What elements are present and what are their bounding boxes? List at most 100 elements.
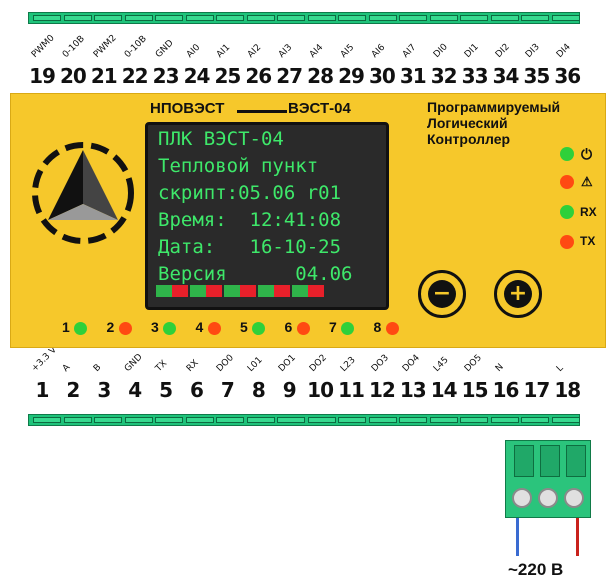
channel-number: 4 [195,319,204,335]
channel-number: 5 [240,319,248,335]
rail-slot [155,417,183,423]
brand-desc-2: Логический [427,115,508,131]
pin-number: 22 [121,64,149,88]
screen-line: скрипт:05.06 r01 [158,182,342,204]
pin-number: 26 [245,64,272,88]
pin-number: 9 [282,378,297,402]
power-label: ~220 В [508,560,564,579]
pin-label: DO2 [308,352,330,374]
rail-slot [460,417,488,423]
pin-number: 2 [66,378,80,402]
rail-slot [155,15,183,21]
pin-number: 25 [214,64,241,88]
pin-label: L45 [431,355,451,374]
pin-label: DI2 [493,42,512,60]
pin-number: 21 [90,64,118,88]
pin-number: 1 [35,378,50,402]
channel-number: 6 [284,319,293,335]
pin-label: 0-10B [122,34,149,60]
rail-slot [307,15,336,21]
rail-slot [124,15,153,21]
indicator-segment [172,285,188,297]
channel-led [163,322,176,335]
pin-number: 3 [97,378,111,402]
rail-slot [521,15,549,21]
channel-led [74,322,87,335]
pin-label: RX [184,358,201,374]
pin-number: 31 [399,64,427,88]
pin-label: GND [122,352,145,374]
connector-slot [514,445,534,477]
rail-slot [399,15,427,21]
lcd-screen: ПЛК ВЭСТ-04 Тепловой пункт скрипт:05.06 … [145,122,389,310]
connector-slot [540,445,560,477]
pin-label: DO0 [215,352,237,374]
screw-icon [564,488,584,508]
screw-icon [512,488,532,508]
brand-desc-1: Программируемый [427,99,561,115]
pin-number: 7 [220,378,235,402]
pin-label: L01 [246,355,265,374]
rail-slot [216,417,244,423]
pin-number: 33 [461,64,489,88]
power-led [560,147,574,161]
pin-number: 28 [307,64,334,88]
pin-label: DO4 [400,352,422,374]
pin-label: AI5 [338,42,357,60]
brand-model: ВЭСТ-04 [288,100,351,117]
pin-label: DI4 [555,42,574,60]
neutral-wire [516,518,519,556]
channel-led [341,322,354,335]
rail-slot [368,417,397,423]
rail-slot [246,15,275,21]
pin-label: AI2 [246,42,264,60]
pin-number: 23 [152,64,180,88]
screen-indicator-bar [156,282,326,301]
pin-label: DO5 [462,352,484,374]
pin-label: DI0 [431,42,450,60]
plus-button[interactable]: + [494,270,542,318]
screen-line: Дата: 16-10-25 [158,236,342,258]
pin-label: A [60,362,73,374]
rail-slot [33,15,61,21]
minus-icon: − [428,280,456,308]
pin-label: AI0 [184,42,202,60]
plus-icon: + [504,280,532,308]
rail-slot [277,15,305,21]
pin-number: 18 [554,378,581,402]
rail-slot [63,15,92,21]
indicator-segment [206,285,222,297]
warning-led [560,175,574,189]
pin-number: 6 [190,378,204,402]
rail-slot [124,417,153,423]
rx-led [560,205,574,219]
rail-slot [338,417,366,423]
indicator-segment [190,285,206,297]
brand-left: НПОВЭСТ [150,100,225,117]
rail-slot [94,15,122,21]
pin-label: L23 [338,355,358,374]
channel-led [296,322,310,335]
pin-number: 20 [59,64,87,88]
line-wire [576,518,579,556]
channel-number: 2 [106,319,115,335]
rail-slot [429,417,458,423]
pin-label: PWM2 [91,33,119,60]
rail-slot [246,417,275,423]
channel-number: 8 [373,319,382,335]
rail-slot [216,15,244,21]
pin-label: DO1 [277,352,299,374]
tx-led [560,235,574,249]
pin-label: DI1 [462,42,481,60]
connector-slot [566,445,586,477]
screen-line: Тепловой пункт [158,155,319,177]
indicator-segment [258,285,274,297]
minus-button[interactable]: − [418,270,466,318]
pin-label: PWM0 [29,33,57,60]
rail-slot [490,15,519,21]
pin-number: 4 [128,378,142,402]
indicator-segment [292,285,308,297]
pin-label: TX [153,358,169,374]
top-terminal-rail [28,12,580,24]
pin-label: N [493,362,506,374]
